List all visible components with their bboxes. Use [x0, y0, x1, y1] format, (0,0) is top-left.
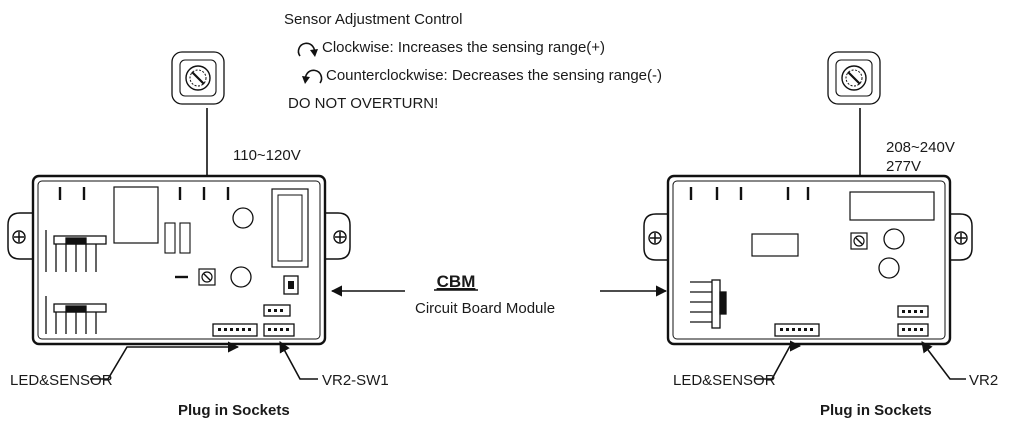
left-leaders	[90, 341, 318, 380]
cbm-label-group: CBM Circuit Board Module	[330, 272, 668, 317]
left-vr2-socket-top	[263, 304, 291, 317]
left-voltage-label: 110~120V	[233, 147, 301, 164]
left-potentiometer-callout: 110~120V	[171, 51, 301, 266]
screw-icon	[954, 231, 968, 245]
warning-text: DO NOT OVERTURN!	[288, 95, 438, 112]
screw-icon	[648, 231, 662, 245]
screw-icon	[12, 230, 26, 244]
instructions-title: Sensor Adjustment Control	[284, 11, 462, 28]
left-led-sensor-socket	[212, 323, 258, 337]
right-leaders	[755, 340, 966, 380]
cbm-subtitle: Circuit Board Module	[415, 300, 555, 317]
potentiometer-dial-icon	[185, 65, 211, 91]
adjustment-instructions: Sensor Adjustment Control Clockwise: Inc…	[284, 11, 662, 112]
right-vr2-socket-bottom	[897, 323, 929, 337]
left-plug-caption: Plug in Sockets	[178, 402, 290, 419]
right-circuit-board	[643, 174, 973, 346]
right-plug-caption: Plug in Sockets	[820, 402, 932, 419]
potentiometer-dial-icon	[841, 65, 867, 91]
left-circuit-board	[7, 174, 351, 346]
counterclockwise-text: Counterclockwise: Decreases the sensing …	[326, 67, 662, 84]
left-vr2-sw1-label: VR2-SW1	[322, 372, 389, 389]
left-led-sensor-label: LED&SENSOR	[10, 372, 113, 389]
right-vr2-label: VR2	[969, 372, 998, 389]
right-led-sensor-socket	[774, 323, 820, 337]
left-vr2-socket-bottom	[263, 323, 295, 337]
clockwise-text: Clockwise: Increases the sensing range(+…	[322, 39, 605, 56]
right-potentiometer-callout: 208~240V 277V	[827, 51, 955, 234]
cbm-title: CBM	[437, 272, 476, 291]
right-voltage-label-2: 277V	[886, 158, 921, 175]
right-led-sensor-label: LED&SENSOR	[673, 372, 776, 389]
right-vr2-socket-top	[897, 305, 929, 318]
screw-icon	[333, 230, 347, 244]
right-voltage-label-1: 208~240V	[886, 139, 955, 156]
clockwise-arrow-icon	[297, 42, 318, 57]
counterclockwise-arrow-icon	[302, 69, 323, 84]
